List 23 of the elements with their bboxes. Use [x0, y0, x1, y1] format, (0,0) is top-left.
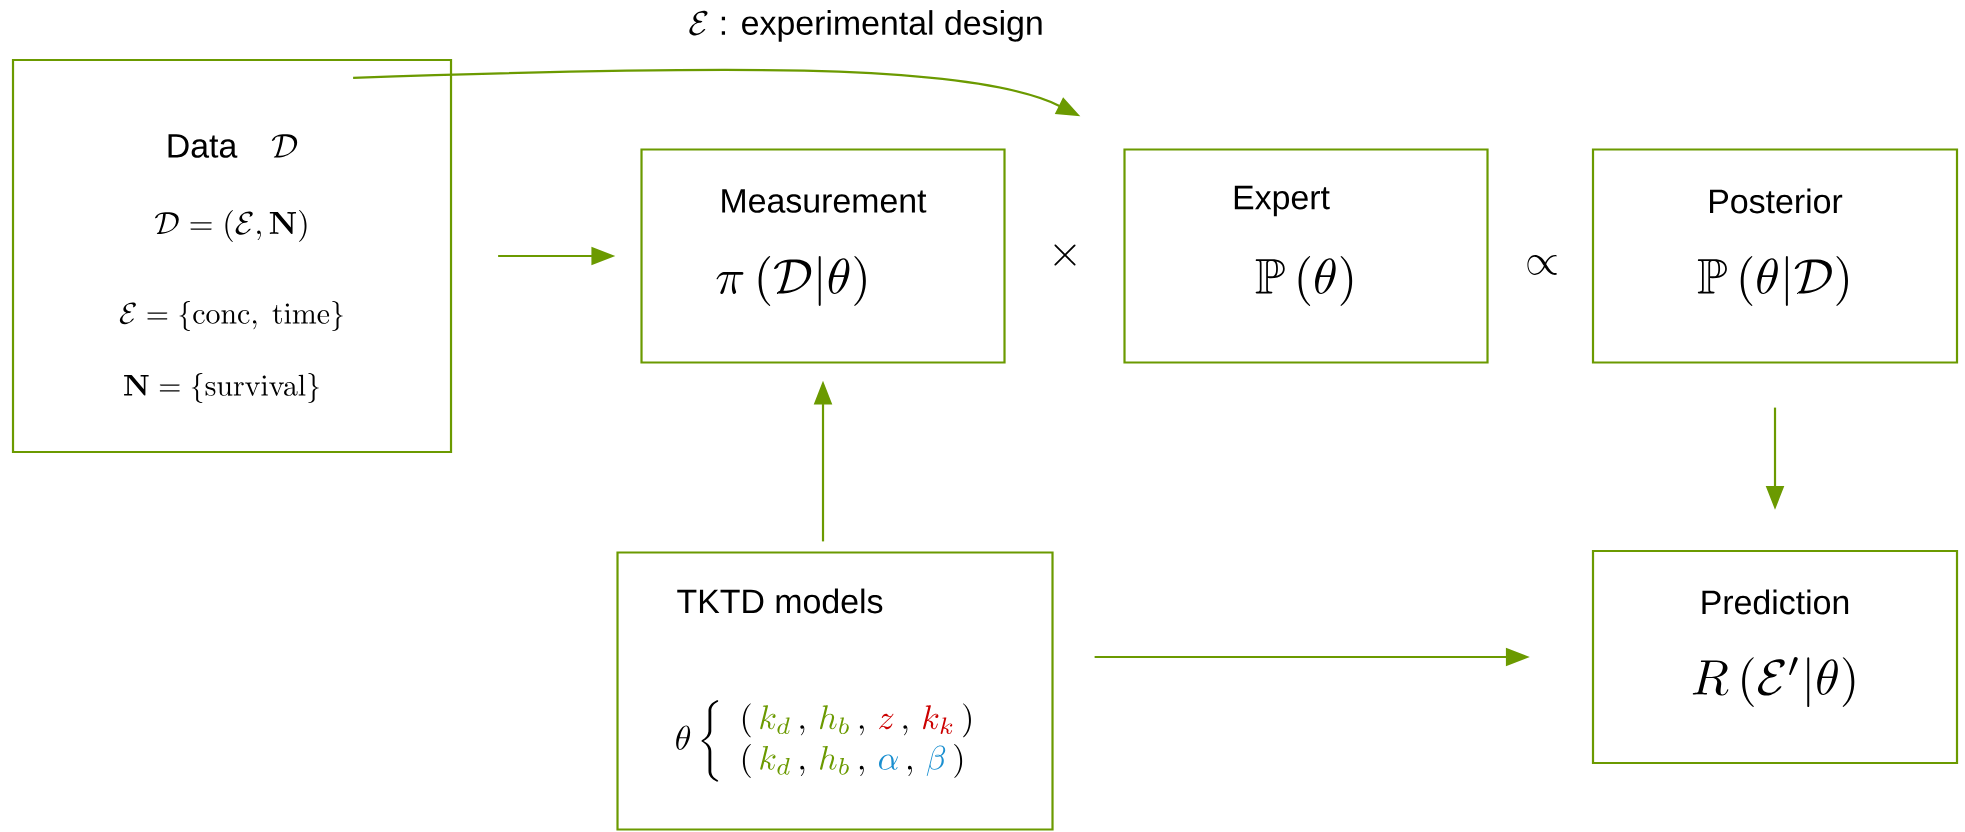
- node-title: Measurement: [722, 189, 927, 213]
- box: [640, 148, 1006, 364]
- operator-symbol: $\times$: [1054, 244, 1076, 266]
- formula: $R\left(\mathcal{E}'|\theta\right)$: [1692, 656, 1855, 707]
- formula: $\mathcal{E} = \{\mathrm{conc},\ \mathrm{time}\}$: [119, 301, 343, 331]
- node-title: Posterior: [1710, 188, 1843, 214]
- formula: $\mathbb{P}\left(\theta\right)$: [1255, 256, 1353, 306]
- box: [11, 58, 453, 454]
- edge-label: $\mathcal{E}\text{ : experimental design}$: [689, 10, 1042, 42]
- node-title: Prediction: [1702, 589, 1849, 615]
- formula: $\pi\left(\mathcal{D}|\theta\right)$: [716, 256, 866, 306]
- box: [1591, 148, 1959, 364]
- operator-symbol: $\propto$: [1527, 255, 1557, 275]
- formula: $\theta\left\{\begin{array}{l}(\,\textcolor[HTML]{6B9A00}{k_d}\,,\,\textcolor[HTML]{6B9A00}{h_b}\,,\,\textcolor[HTML]{CC0000}{z}\,,\,\textcolor[HTML]{CC0000}{k_k}\,)\\(\,\textcolor[HTML]{6B9A00}{k_d}\,,\,\textcolor[HTML]{6B9A00}{h_b}\,,\,\textcolor[HTML]{1A8FD0}{\alpha}\,,\,\textcolor[HTML]{1A8FD0}{\beta}\,)\end{array}\right.$: [676, 700, 971, 782]
- box: [1123, 148, 1489, 364]
- box: [1591, 549, 1959, 765]
- formula: $\text{Data}\quad \mathcal{D}$: [168, 134, 298, 158]
- box: [616, 551, 1054, 831]
- formula: $\mathbb{P}\left(\theta|\mathcal{D}\right)$: [1697, 256, 1848, 306]
- formula: $\mathbf{N} = \{\mathrm{survival}\}$: [124, 373, 319, 403]
- node-title: Expert: [1234, 185, 1330, 217]
- formula: $\mathcal{D} = (\mathcal{E}, \mathbf{N})$: [155, 210, 307, 242]
- node-title: TKTD models: [677, 588, 883, 614]
